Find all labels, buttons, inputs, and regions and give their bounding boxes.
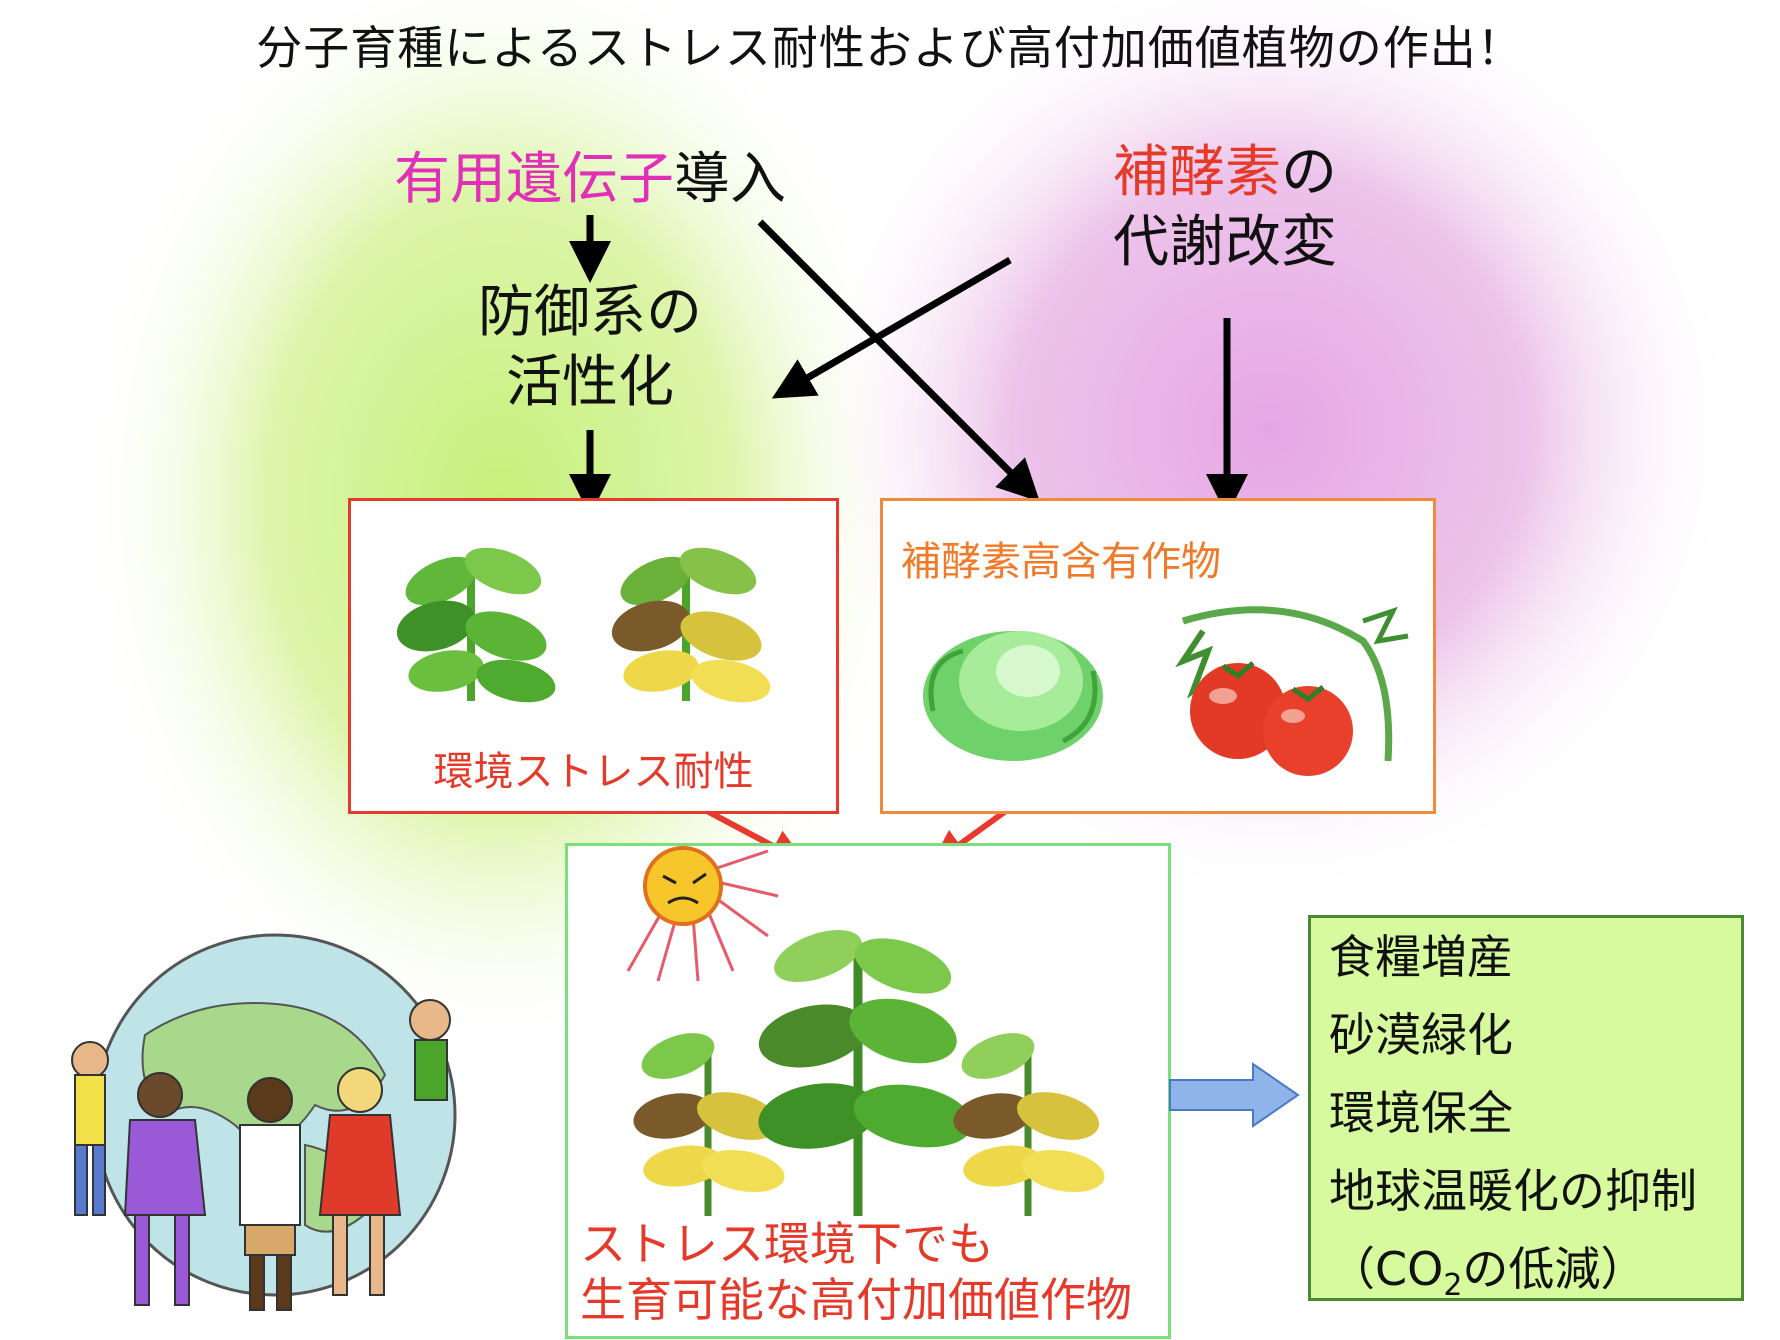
cofactor-modification-label: 補酵素の 代謝改変 [1075,138,1375,278]
outcome-item: 地球温暖化の抑制 [1329,1164,1697,1218]
arrow-gene-to-cofactor-box [757,219,1040,502]
outcome-item: 砂漠緑化 [1329,1008,1513,1062]
defense-line1: 防御系の [478,280,702,345]
outcome-item: 食糧増産 [1329,930,1513,984]
high-value-line2: 生育可能な高付加価値作物 [580,1273,1132,1327]
cofactor-crops-label: 補酵素高含有作物 [901,539,1221,585]
defense-activation-label: 防御系の 活性化 [440,278,740,418]
high-value-line1: ストレス環境下でも [580,1217,994,1271]
angry-sun-icon [626,846,779,982]
outcome-item: 環境保全 [1329,1086,1513,1140]
blue-arrow [1169,1062,1300,1128]
page-title: 分子育種によるストレス耐性および高付加価値植物の作出！ [256,21,1524,75]
gene-highlight: 有用遺伝子 [394,147,674,212]
stress-tolerance-label: 環境ストレス耐性 [433,749,754,795]
gene-introduction-label: 有用遺伝子導入 [360,145,820,215]
tomato-icon [1175,606,1409,776]
stress-tolerance-box: 環境ストレス耐性 [348,498,839,814]
cofactor-line1-rest: の [1281,140,1337,205]
outcomes-box: 食糧増産 砂漠緑化 環境保全 地球温暖化の抑制 （CO2の低減） [1308,915,1744,1303]
defense-line2: 活性化 [506,350,674,415]
cofactor-line2: 代謝改変 [1113,210,1337,275]
co2-reduction-line: （CO2の低減） [1329,1242,1647,1304]
leafy-plant-icon [633,930,1105,1216]
cabbage-icon [923,631,1103,761]
arrow-cofactor-to-defense [771,256,1012,399]
cofactor-highlight: 補酵素 [1113,140,1281,205]
high-value-crops-label: ストレス環境下でも 生育可能な高付加価値作物 [580,1216,1132,1328]
gene-rest: 導入 [674,147,786,212]
globe-with-children-icon [71,933,457,1311]
leafy-plant-icon [396,547,771,703]
cofactor-crops-box: 補酵素高含有作物 [880,498,1436,814]
high-value-crops-box: ストレス環境下でも 生育可能な高付加価値作物 [565,843,1171,1339]
